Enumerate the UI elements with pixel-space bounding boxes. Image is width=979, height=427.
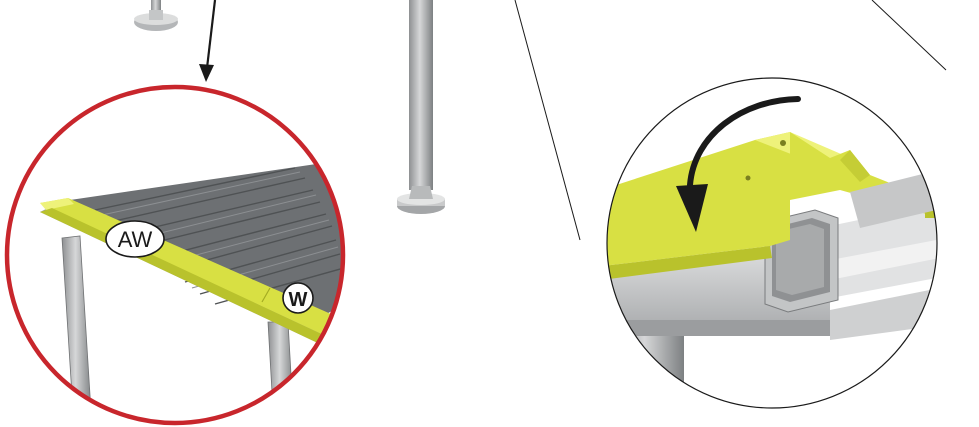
right-detail-circle bbox=[570, 78, 979, 427]
aw-label-badge: AW bbox=[106, 221, 164, 257]
post-foot-top bbox=[134, 0, 178, 31]
left-detail-circle bbox=[7, 87, 350, 427]
center-post bbox=[397, 0, 445, 214]
aw-label: AW bbox=[118, 227, 153, 252]
w-label-badge: W bbox=[283, 283, 313, 313]
down-arrow-icon bbox=[199, 0, 215, 82]
w-label: W bbox=[289, 289, 308, 311]
